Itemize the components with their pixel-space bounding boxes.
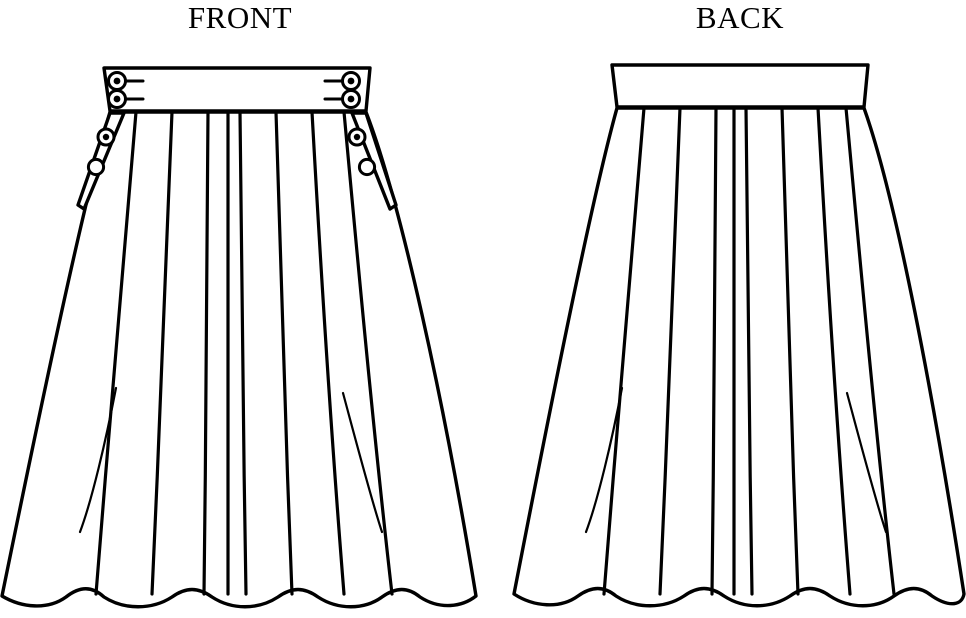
- back-waistband: [610, 63, 870, 109]
- front-waistband: [102, 66, 372, 113]
- front-pleat-line-2: [150, 110, 174, 596]
- front-pleat-line-1: [94, 110, 138, 596]
- front-right-placket-buttons[interactable]: [347, 127, 377, 177]
- front-partial-pleat-left: [78, 386, 118, 534]
- back-pleat-line-3: [710, 106, 718, 596]
- front-waistband-left-closure[interactable]: [107, 71, 145, 109]
- front-pleat-line-5-boxpleat-right: [238, 110, 248, 596]
- button-right-top-center: [347, 77, 355, 85]
- view-label-back: BACK: [695, 0, 785, 35]
- front-view-group: [0, 66, 478, 609]
- back-skirt-body: [512, 106, 966, 608]
- back-pleat-line-8: [844, 106, 896, 596]
- view-label-front: FRONT: [187, 0, 293, 35]
- front-left-placket-buttons[interactable]: [86, 127, 116, 177]
- button-left-bottom-center: [113, 95, 121, 103]
- button-left-top-center: [113, 77, 121, 85]
- back-view-group: [512, 63, 966, 608]
- front-partial-pleat-right: [341, 391, 384, 534]
- back-partial-pleat-right: [845, 391, 888, 534]
- back-pleat-line-1: [602, 106, 646, 596]
- placket-button-right-lower[interactable]: [357, 157, 377, 177]
- back-pleat-line-6: [780, 106, 800, 596]
- front-waistband-right-closure[interactable]: [323, 71, 361, 109]
- back-pleat-line-5-boxpleat-right: [744, 106, 754, 596]
- front-pleat-line-6: [274, 110, 294, 596]
- button-right-bottom-center: [347, 95, 355, 103]
- back-partial-pleat-left: [584, 386, 624, 534]
- placket-button-left-lower[interactable]: [86, 157, 106, 177]
- back-pleat-line-7: [816, 106, 852, 596]
- front-skirt-body: [0, 110, 478, 609]
- placket-button-right-upper-center: [353, 133, 361, 141]
- front-pleat-line-3: [202, 110, 210, 596]
- front-pleat-line-8: [342, 110, 394, 596]
- placket-button-left-upper-center: [102, 133, 110, 141]
- back-pleat-line-2: [658, 106, 682, 596]
- front-pleat-line-7: [310, 110, 346, 596]
